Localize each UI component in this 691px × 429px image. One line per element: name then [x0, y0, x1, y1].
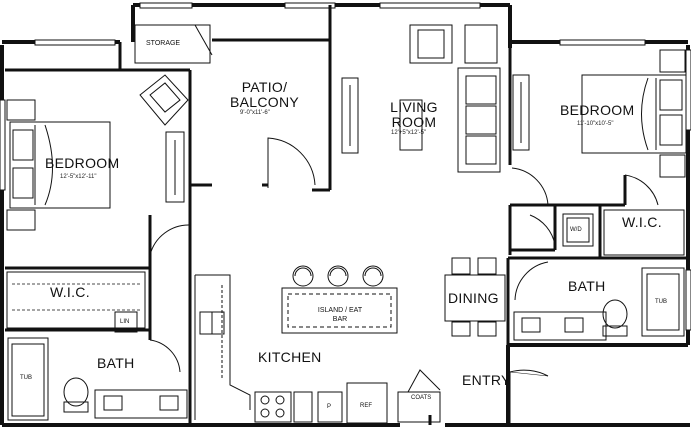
- refrigerator: [346, 382, 388, 424]
- storage-closet: [134, 24, 211, 64]
- range: [254, 391, 292, 423]
- pantry: [317, 391, 343, 423]
- coats-label: COATS: [411, 395, 432, 401]
- bath-left-label: BATH: [97, 355, 135, 371]
- tub-left: [7, 337, 49, 421]
- armchair-2: [464, 24, 498, 64]
- living-room-dims: 12'+5"x12'-5": [391, 130, 427, 136]
- tub-right: [641, 267, 685, 337]
- bed-right: [581, 49, 687, 178]
- refrigerator-label: REF: [360, 403, 372, 409]
- coffee-table: [399, 99, 423, 151]
- entry-label: ENTRY: [462, 372, 511, 388]
- dresser-left: [165, 131, 185, 203]
- bedroom-right-label: BEDROOM: [560, 102, 635, 118]
- armchair-1: [409, 24, 453, 64]
- island: [281, 287, 398, 334]
- toilet-left: [63, 377, 89, 413]
- washer-dryer-label: W/D: [570, 227, 582, 233]
- dresser-right: [512, 74, 530, 151]
- coat-closet: [397, 391, 441, 423]
- storage-label: STORAGE: [146, 40, 181, 47]
- bedroom-left-dims: 12'-5"x12'-11": [60, 174, 97, 180]
- washer-dryer: [562, 213, 594, 247]
- patio-label: PATIO/ BALCONY: [229, 79, 299, 110]
- dining-label: DINING: [448, 290, 499, 306]
- pantry-label: P: [327, 404, 332, 410]
- windows: [0, 2, 691, 331]
- tv-console: [341, 77, 359, 154]
- living-room-label: LIVING ROOM: [390, 99, 438, 130]
- bed-left: [6, 99, 111, 231]
- kitchen-counter: [195, 274, 251, 410]
- dining-table: [444, 257, 506, 337]
- tub-right-label: TUB: [655, 299, 667, 305]
- wic-right-label: W.I.C.: [622, 214, 662, 230]
- interior-walls: [5, 5, 688, 425]
- kitchen-label: KITCHEN: [258, 349, 322, 365]
- bath-right-label: BATH: [568, 278, 606, 294]
- sofa: [457, 67, 501, 173]
- tub-left-label: TUB: [20, 375, 32, 381]
- vanity-right: [513, 311, 607, 341]
- armchair-left: [139, 74, 189, 126]
- stools: [292, 265, 384, 287]
- vanity-left: [94, 389, 188, 419]
- island-label: ISLAND / EAT BAR: [317, 307, 363, 323]
- wic-right-closet: [603, 209, 685, 256]
- bedroom-left-label: BEDROOM: [45, 155, 120, 171]
- wic-left-closet: [6, 271, 146, 329]
- linen-label: LIN: [120, 319, 130, 325]
- toilet-right: [602, 299, 628, 337]
- entry-door-swing: [509, 369, 549, 425]
- linen-closet: [114, 311, 138, 333]
- patio-dims: 9'-0"x11'-6": [240, 110, 270, 116]
- bedroom-right-dims: 11'-10"x10'-5": [577, 121, 614, 127]
- wic-left-label: W.I.C.: [50, 284, 90, 300]
